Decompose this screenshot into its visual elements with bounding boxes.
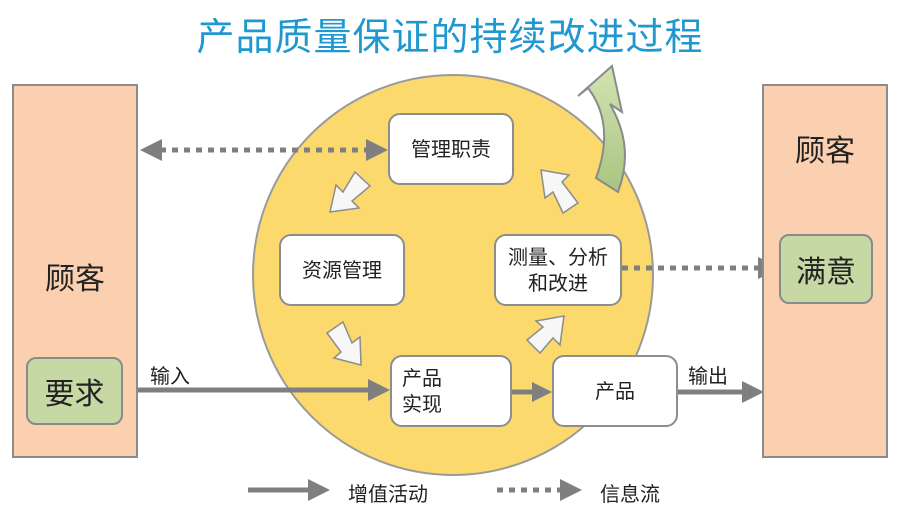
satisfaction-box: 满意 <box>779 234 873 304</box>
measurement-label-line1: 测量、分析 <box>508 245 608 269</box>
cycle-arrow-bottom-right <box>525 315 565 355</box>
input-flow-arrow <box>122 379 390 401</box>
cycle-arrow-top-right <box>540 169 580 215</box>
resource-management-label: 资源管理 <box>302 258 382 282</box>
legend-solid-arrow <box>248 479 330 501</box>
output-label: 输出 <box>688 364 728 388</box>
input-label: 输入 <box>150 364 190 388</box>
realize-to-product-arrow <box>512 382 552 402</box>
info-flow-left <box>140 139 388 161</box>
output-flow-arrow <box>678 381 764 403</box>
realization-label-line2: 实现 <box>402 392 442 416</box>
requirement-box: 要求 <box>26 357 123 425</box>
product-label: 产品 <box>595 379 635 403</box>
realization-label-line1: 产品 <box>402 366 442 390</box>
resource-management-box: 资源管理 <box>279 234 405 306</box>
cycle-arrow-top-left <box>329 170 372 213</box>
management-responsibility-label: 管理职责 <box>411 137 491 161</box>
measurement-analysis-box: 测量、分析 和改进 <box>494 234 622 306</box>
improvement-arrow <box>577 64 626 194</box>
right-customer-label: 顾客 <box>795 134 855 169</box>
left-customer-label: 顾客 <box>45 262 105 297</box>
legend-value-activity-label: 增值活动 <box>348 482 428 506</box>
legend-dotted-arrow <box>497 479 582 501</box>
cycle-arrows <box>325 169 580 366</box>
legend-info-flow-label: 信息流 <box>600 482 660 506</box>
product-box: 产品 <box>552 355 678 427</box>
product-realization-box: 产品 实现 <box>390 355 512 427</box>
cycle-arrow-bottom-left <box>325 320 362 366</box>
diagram-title: 产品质量保证的持续改进过程 <box>196 15 704 59</box>
measurement-label-line2: 和改进 <box>528 271 588 295</box>
management-responsibility-box: 管理职责 <box>388 113 514 185</box>
